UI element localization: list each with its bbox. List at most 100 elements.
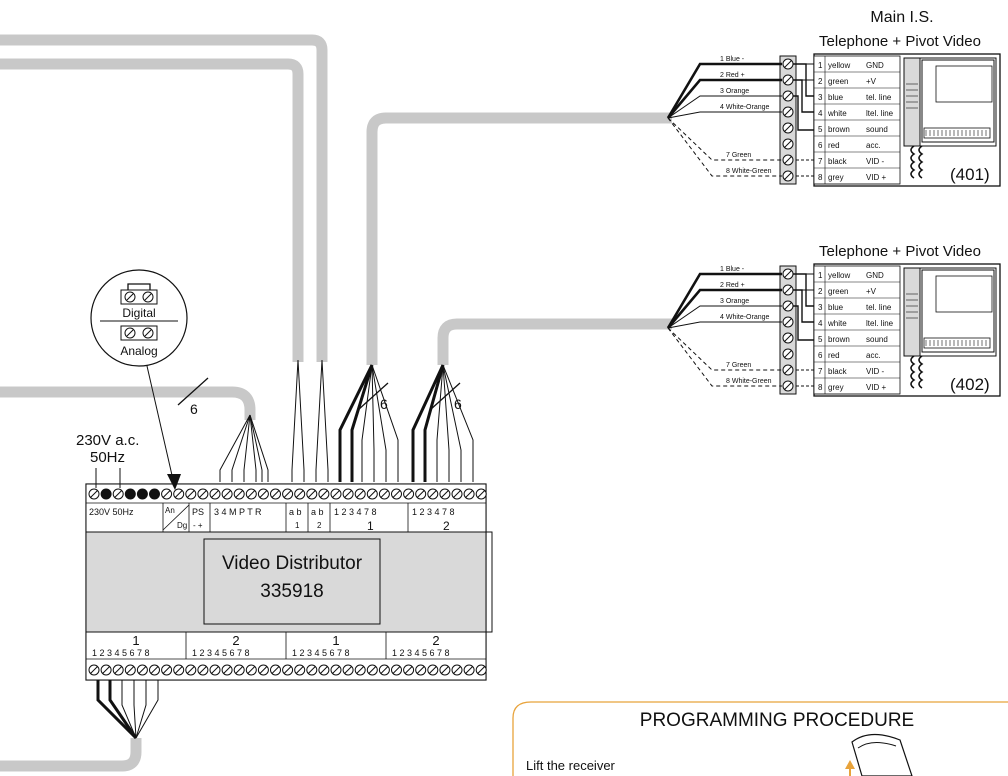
bottom-terminal-screw — [197, 664, 209, 676]
cable-wire-label: 4 White-Orange — [720, 314, 770, 321]
output-2-fanout-wires — [411, 364, 474, 482]
top-terminal-screw — [88, 488, 100, 500]
terminal-number: 8 — [818, 383, 823, 392]
terminal-number: 3 — [818, 93, 823, 102]
label-bus: 3 4 M P T R — [214, 507, 262, 517]
top-terminal-screw — [427, 488, 439, 500]
terminal-wire-color: brown — [828, 335, 850, 344]
cable-wire-label: 4 White-Orange — [720, 104, 770, 111]
top-terminal-screw — [161, 488, 173, 500]
terminal-number: 5 — [818, 125, 823, 134]
receiver-lift-icon — [845, 733, 913, 776]
top-terminal-screw — [342, 488, 354, 500]
top-terminal-screw — [391, 488, 402, 500]
cable-wire-label: 1 Blue - — [720, 266, 745, 273]
telephone-id: (402) — [950, 375, 990, 394]
terminal-function: ltel. line — [866, 109, 894, 118]
terminal-wire-color: blue — [828, 303, 844, 312]
bottom-terminal-screw — [306, 664, 318, 676]
terminal-function: VID - — [866, 157, 885, 166]
cable-wire-label: 8 White-Green — [726, 378, 772, 385]
telephone-id: (401) — [950, 165, 990, 184]
telephone-terminal-screw — [782, 364, 794, 376]
telephone-terminal-screw — [782, 122, 794, 134]
trunk-cables — [0, 34, 672, 772]
terminal-function: acc. — [866, 351, 881, 360]
cable-wire-label: 7 Green — [726, 362, 751, 369]
bottom-fanout-wires — [96, 680, 159, 740]
bottom-group-2b: 2 — [432, 633, 439, 648]
telephone-terminal-screw — [782, 268, 794, 280]
programming-panel: PROGRAMMING PROCEDURE Lift the receiver — [512, 701, 1008, 776]
terminal-function: sound — [866, 335, 888, 344]
terminal-function: VID + — [866, 173, 887, 182]
top-terminal-screw — [185, 488, 197, 500]
terminal-wire-color: brown — [828, 125, 850, 134]
bottom-terminal-screw — [233, 664, 245, 676]
label-out1-pins: 1 2 3 4 7 8 — [334, 507, 377, 517]
terminal-function: +V — [866, 287, 877, 296]
bottom-terminal-screw — [124, 664, 136, 676]
top-terminal-screw — [439, 488, 451, 500]
telephone-terminal-screw — [782, 348, 794, 360]
top-terminal-screw — [403, 488, 415, 500]
cable-to-402 — [437, 318, 672, 365]
terminal-wire-color: grey — [828, 383, 844, 392]
bottom-terminal-screw — [209, 664, 221, 676]
bottom-terminal-screw — [112, 664, 124, 676]
cable-wire-label: 2 Red + — [720, 282, 745, 289]
cable-riser-inner — [0, 58, 304, 362]
top-terminal-screw — [221, 488, 233, 500]
input-fanout-wires — [219, 359, 329, 482]
terminal-number: 2 — [818, 77, 823, 86]
terminal-wire-color: grey — [828, 173, 844, 182]
cable-wire-label: 7 Green — [726, 152, 751, 159]
terminal-function: tel. line — [866, 93, 892, 102]
telephone-terminal-screw — [782, 284, 794, 296]
top-terminal-screw — [112, 488, 124, 500]
label-dg: Dg — [177, 521, 187, 530]
terminal-wire-color: red — [828, 351, 840, 360]
selector-circle — [90, 269, 188, 367]
terminal-wire-color: green — [828, 287, 848, 296]
top-terminal-screw — [318, 488, 330, 500]
terminal-wire-color: red — [828, 141, 840, 150]
top-terminal-screw — [415, 488, 427, 500]
bottom-terminal-screw — [270, 664, 281, 676]
video-handset-icon — [903, 57, 997, 179]
distributor-side-tab — [486, 531, 493, 633]
bottom-pins-1b: 1 2 3 4 5 6 7 8 — [292, 648, 350, 658]
terminal-function: ltel. line — [866, 319, 894, 328]
bottom-pins-2b: 1 2 3 4 5 6 7 8 — [392, 648, 450, 658]
distributor-label-panel — [203, 538, 381, 625]
selector-pointer — [146, 365, 175, 485]
telephone-terminal-screw — [782, 154, 794, 166]
telephone-heading: Telephone + Pivot Video — [819, 243, 981, 260]
terminal-number: 7 — [818, 367, 823, 376]
telephone-terminal-screw — [782, 380, 794, 392]
top-terminal-screw — [233, 488, 245, 500]
bottom-pins-2a: 1 2 3 4 5 6 7 8 — [192, 648, 250, 658]
bottom-terminal-screw — [149, 664, 160, 676]
terminal-function: acc. — [866, 141, 881, 150]
top-terminal-screw — [197, 488, 209, 500]
terminal-wire-color: blue — [828, 93, 844, 102]
bottom-terminal-screw — [354, 664, 366, 676]
cable-to-401 — [366, 112, 672, 365]
terminal-number: 5 — [818, 335, 823, 344]
telephone-terminal-screw — [782, 106, 794, 118]
telephone-terminal-screw — [782, 58, 794, 70]
telephone-terminal-screw — [782, 138, 794, 150]
top-terminal-screw — [282, 488, 294, 500]
terminal-wire-color: black — [828, 157, 848, 166]
screw-terminal-block — [779, 265, 797, 395]
bottom-terminal-screw — [161, 664, 173, 676]
bottom-group-1b: 1 — [332, 633, 339, 648]
cable-wire-label: 8 White-Green — [726, 168, 772, 175]
video-handset-icon — [903, 267, 997, 389]
terminal-function: tel. line — [866, 303, 892, 312]
terminal-number: 7 — [818, 157, 823, 166]
terminal-function: sound — [866, 125, 888, 134]
terminal-number: 1 — [818, 271, 823, 280]
